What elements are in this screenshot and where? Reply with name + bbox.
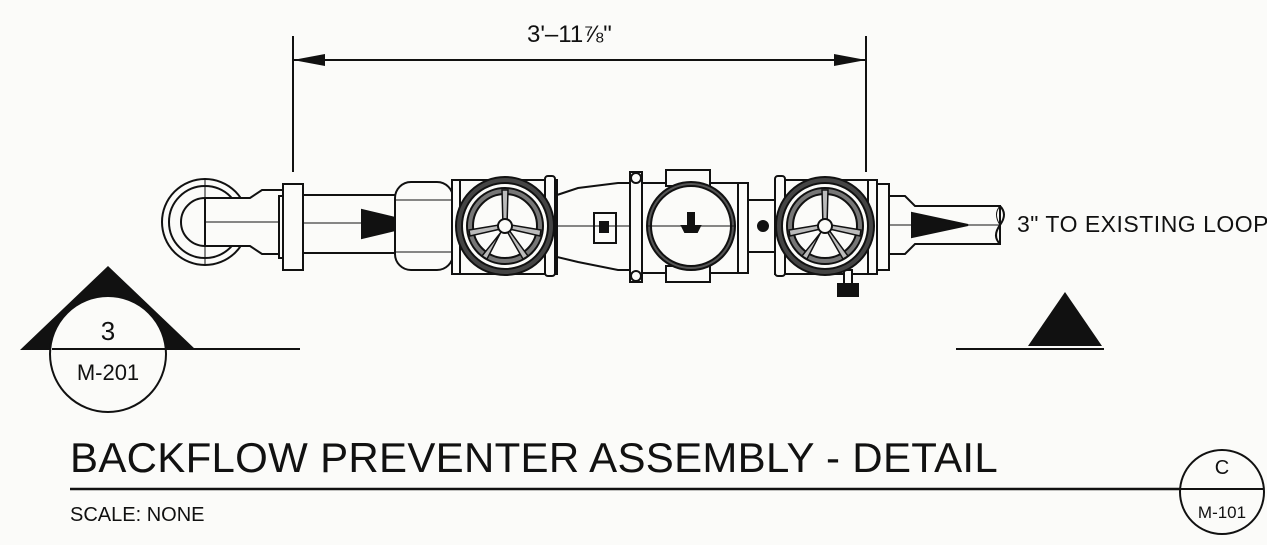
section-arrow-right-indicator (1028, 292, 1102, 346)
scale-label: SCALE: NONE (70, 504, 204, 526)
shutoff-valve-1-handwheel (455, 176, 555, 276)
section-tag-number: 3 (101, 316, 115, 346)
section-cut-marker (20, 266, 300, 413)
pipe-connection-note: 3" TO EXISTING LOOP (1017, 211, 1267, 237)
section-cut-marker-right (956, 292, 1104, 350)
pipe-assembly (161, 169, 1005, 297)
inlet-flange (282, 183, 304, 271)
section-tag-sheet: M-201 (77, 360, 139, 385)
outlet-flange (876, 183, 890, 271)
detail-reference-letter: C (1215, 457, 1229, 479)
dimension-label: 3'–11⅞" (527, 21, 612, 48)
detail-reference-bubble (1179, 449, 1265, 535)
flow-arrow-inlet (361, 208, 421, 240)
dimension-arrow-left (293, 54, 325, 66)
dimension-annotation (292, 36, 867, 172)
shutoff-valve-2-handwheel (775, 176, 875, 276)
dimension-arrow-right (834, 54, 866, 66)
section-tag-circle (49, 295, 167, 413)
check-valve-2 (646, 169, 736, 283)
flow-arrow-outlet (911, 211, 969, 239)
drawing-title: BACKFLOW PREVENTER ASSEMBLY - DETAIL (70, 434, 998, 481)
detail-reference-sheet: M-101 (1198, 503, 1246, 522)
